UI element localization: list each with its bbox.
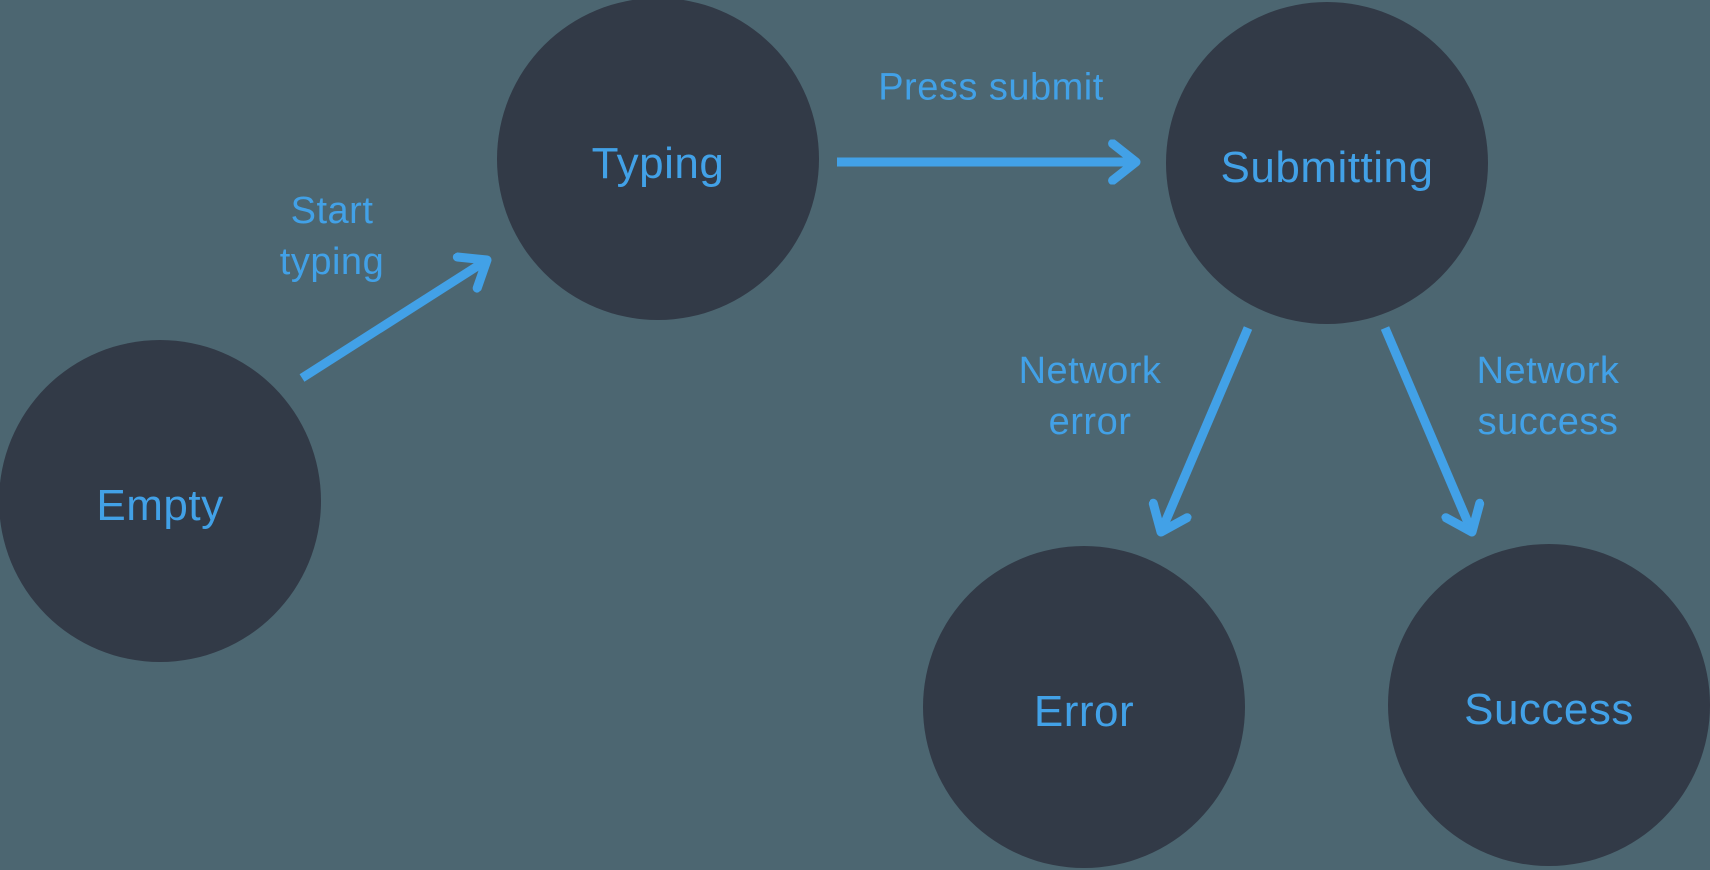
state-label-error: Error <box>1033 687 1135 736</box>
state-node-typing: Typing <box>497 0 819 320</box>
edge-label-network-error: Network error <box>1018 350 1162 443</box>
state-label-success: Success <box>1464 685 1634 734</box>
state-node-success: Success <box>1388 544 1710 866</box>
edge-label-press-submit: Press submit <box>878 66 1104 109</box>
state-label-submitting: Submitting <box>1220 143 1434 192</box>
state-node-empty: Empty <box>0 340 321 662</box>
state-label-typing: Typing <box>591 139 725 188</box>
edge-label-network-success: Network success <box>1476 350 1620 443</box>
state-label-empty: Empty <box>96 481 224 530</box>
state-node-error: Error <box>923 546 1245 868</box>
edge-label-start-typing: Start typing <box>279 190 385 283</box>
state-node-submitting: Submitting <box>1166 2 1488 324</box>
arrow-submitting-to-success <box>1380 326 1472 532</box>
arrow-empty-to-typing <box>299 260 487 382</box>
arrow-submitting-to-error <box>1161 326 1253 532</box>
